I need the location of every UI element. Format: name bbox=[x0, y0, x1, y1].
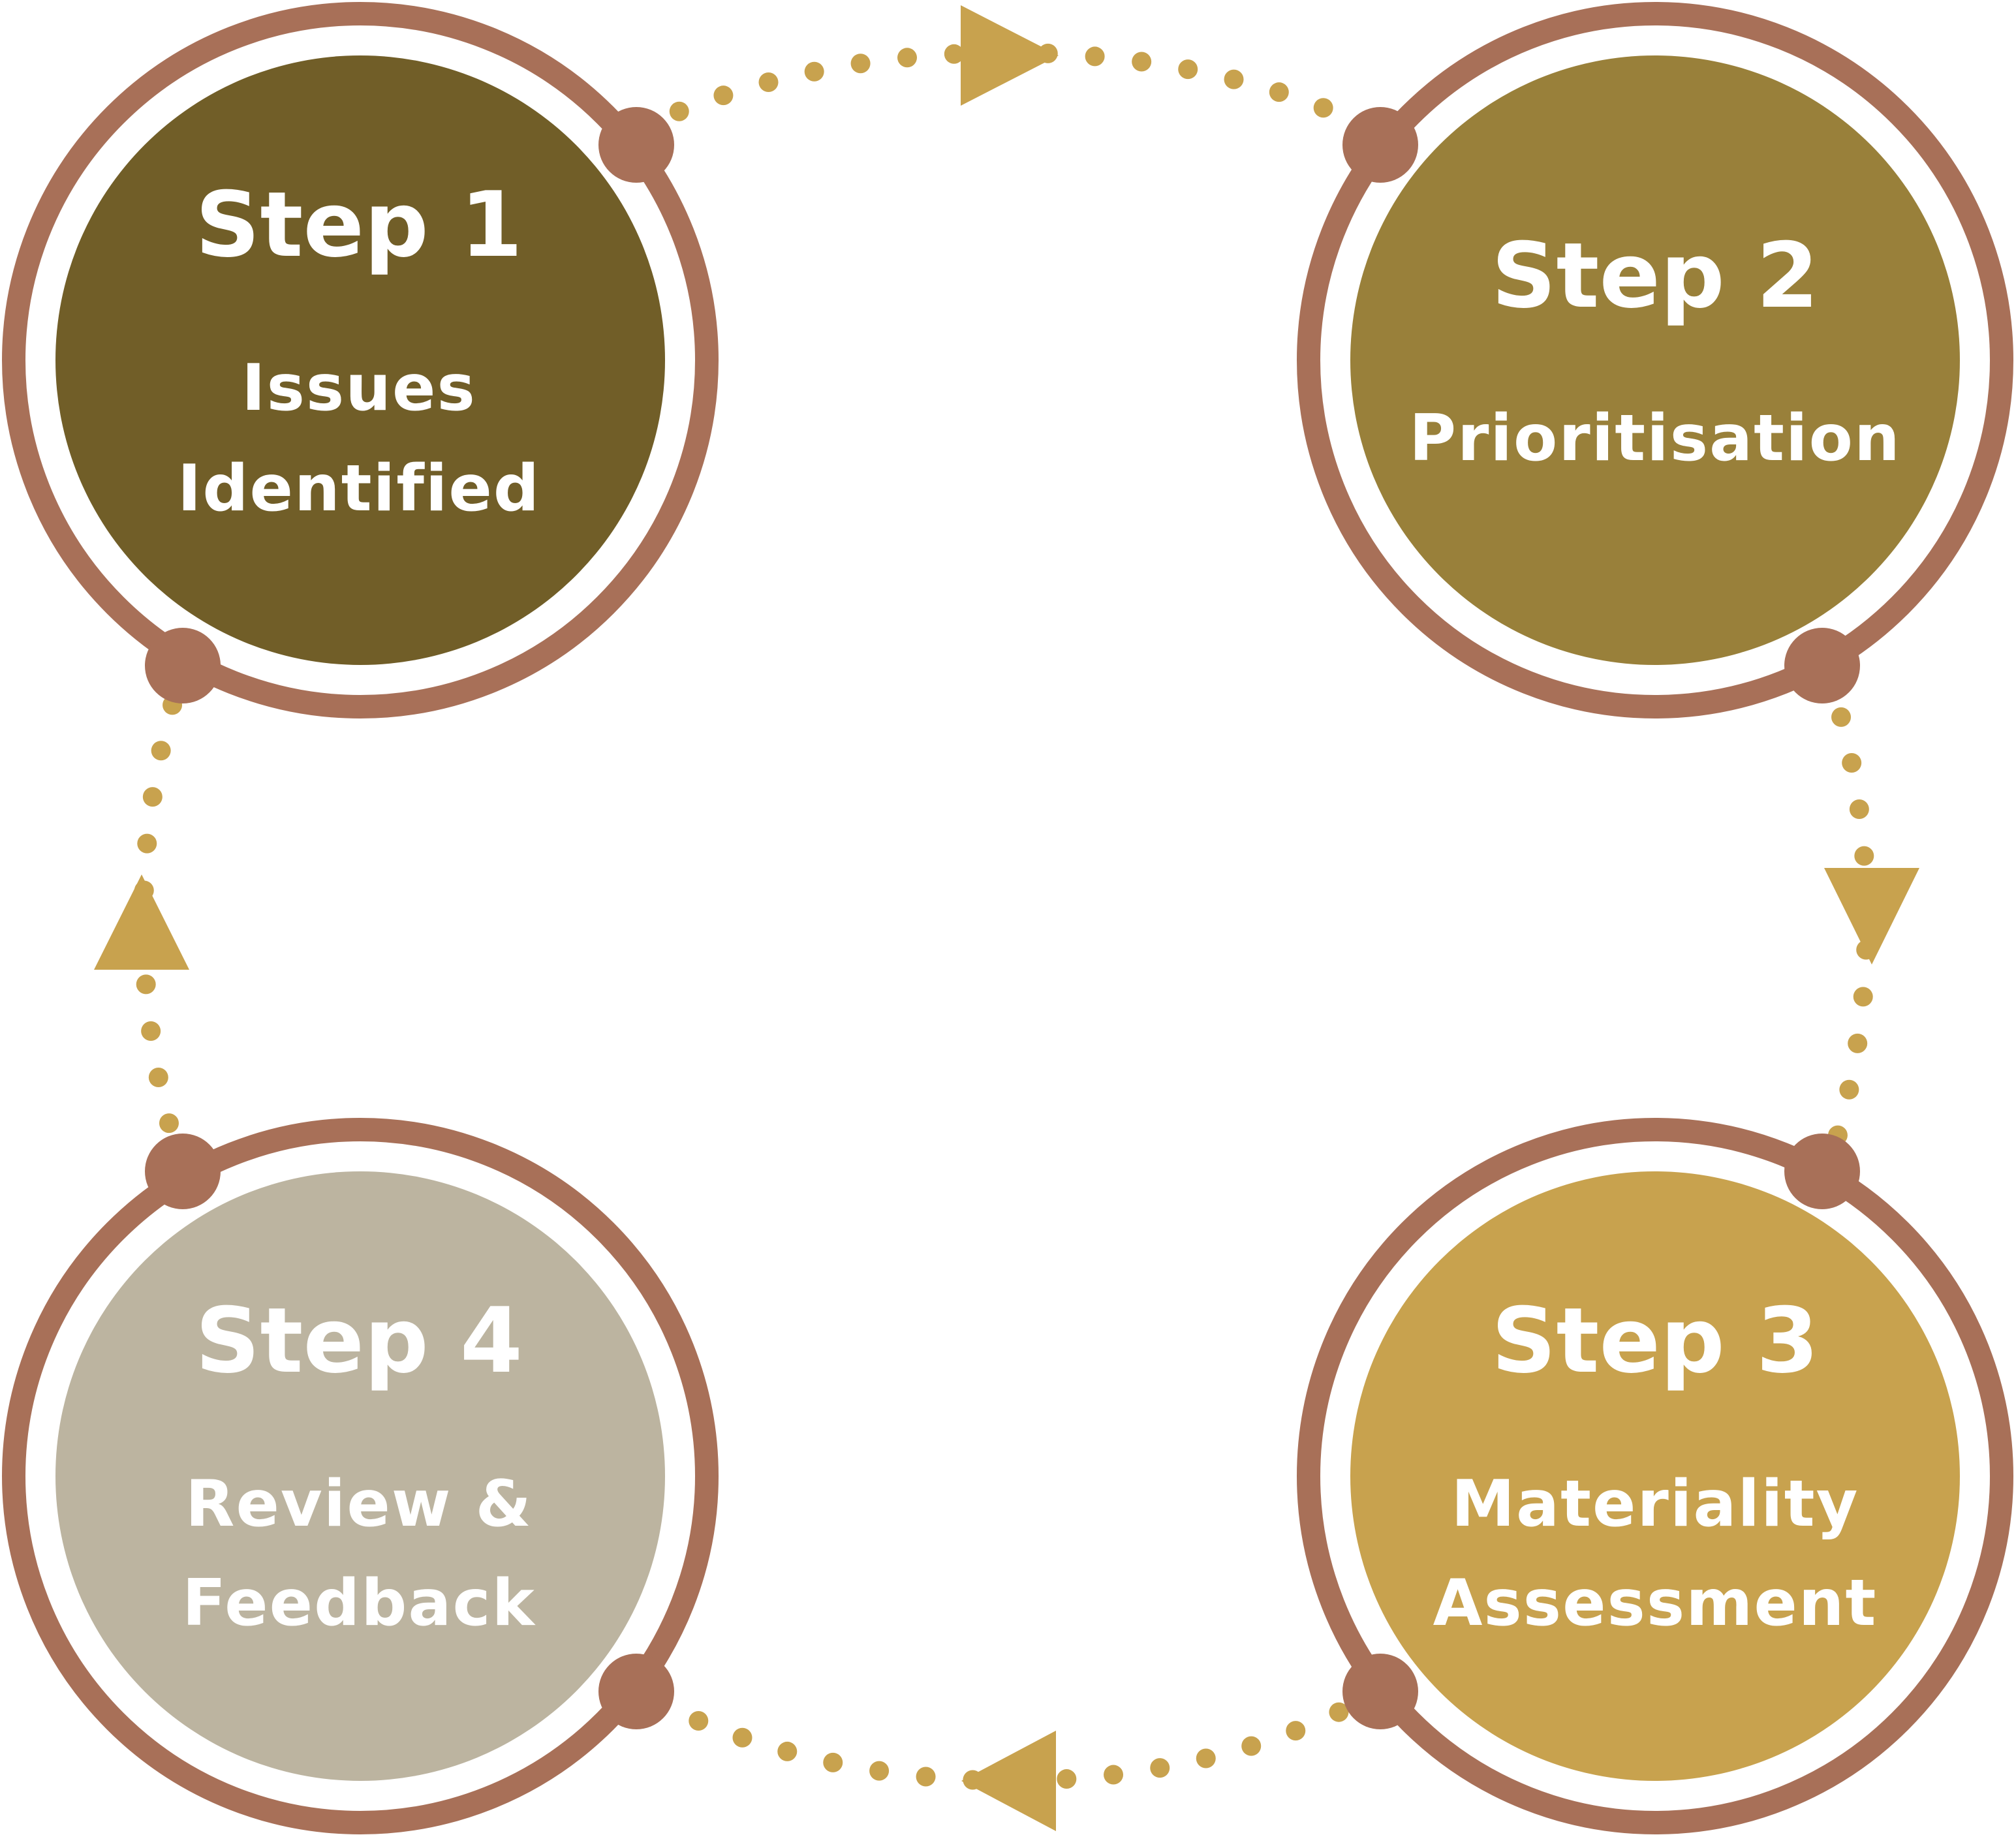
anchor-dot-icon bbox=[145, 1134, 221, 1209]
arrow-up-icon bbox=[94, 874, 189, 970]
anchor-dot-icon bbox=[598, 107, 674, 183]
step-4-label-line-1: Review & bbox=[185, 1467, 533, 1541]
step-1-inner-circle bbox=[55, 55, 665, 665]
step-1-title: Step 1 bbox=[195, 172, 523, 277]
step-3-label-line-2: Assessment bbox=[1433, 1566, 1878, 1641]
anchor-dot-icon bbox=[1342, 1654, 1418, 1729]
connector-anchors bbox=[145, 107, 1860, 1729]
step-3-node: Step 3 Materiality Assessment bbox=[1297, 1118, 2013, 1834]
step-4-label-line-2: Feedback bbox=[182, 1566, 536, 1641]
step-3-inner-circle bbox=[1350, 1171, 1960, 1781]
anchor-dot-icon bbox=[145, 628, 221, 703]
step-1-label-line-1: Issues bbox=[241, 351, 476, 425]
step-2-inner-circle bbox=[1350, 55, 1960, 665]
anchor-dot-icon bbox=[1784, 628, 1860, 703]
anchor-dot-icon bbox=[1784, 1134, 1860, 1209]
arrow-left-icon bbox=[961, 1731, 1056, 1831]
step-2-label-line-1: Prioritisation bbox=[1409, 401, 1900, 476]
arrow-down-icon bbox=[1824, 868, 1919, 965]
step-3-title: Step 3 bbox=[1491, 1288, 1819, 1393]
step-4-title: Step 4 bbox=[195, 1288, 523, 1393]
step-4-inner-circle bbox=[55, 1171, 665, 1781]
arrowheads bbox=[94, 5, 1919, 1831]
step-1-label-line-2: Identified bbox=[178, 452, 540, 526]
arrow-right-icon bbox=[961, 5, 1059, 106]
step-2-title: Step 2 bbox=[1491, 223, 1819, 328]
step-4-node: Step 4 Review & Feedback bbox=[2, 1118, 719, 1834]
step-3-label-line-1: Materiality bbox=[1451, 1467, 1859, 1541]
anchor-dot-icon bbox=[1342, 107, 1418, 183]
anchor-dot-icon bbox=[598, 1654, 674, 1729]
step-1-node: Step 1 Issues Identified bbox=[2, 2, 719, 718]
step-2-node: Step 2 Prioritisation bbox=[1297, 2, 2013, 718]
